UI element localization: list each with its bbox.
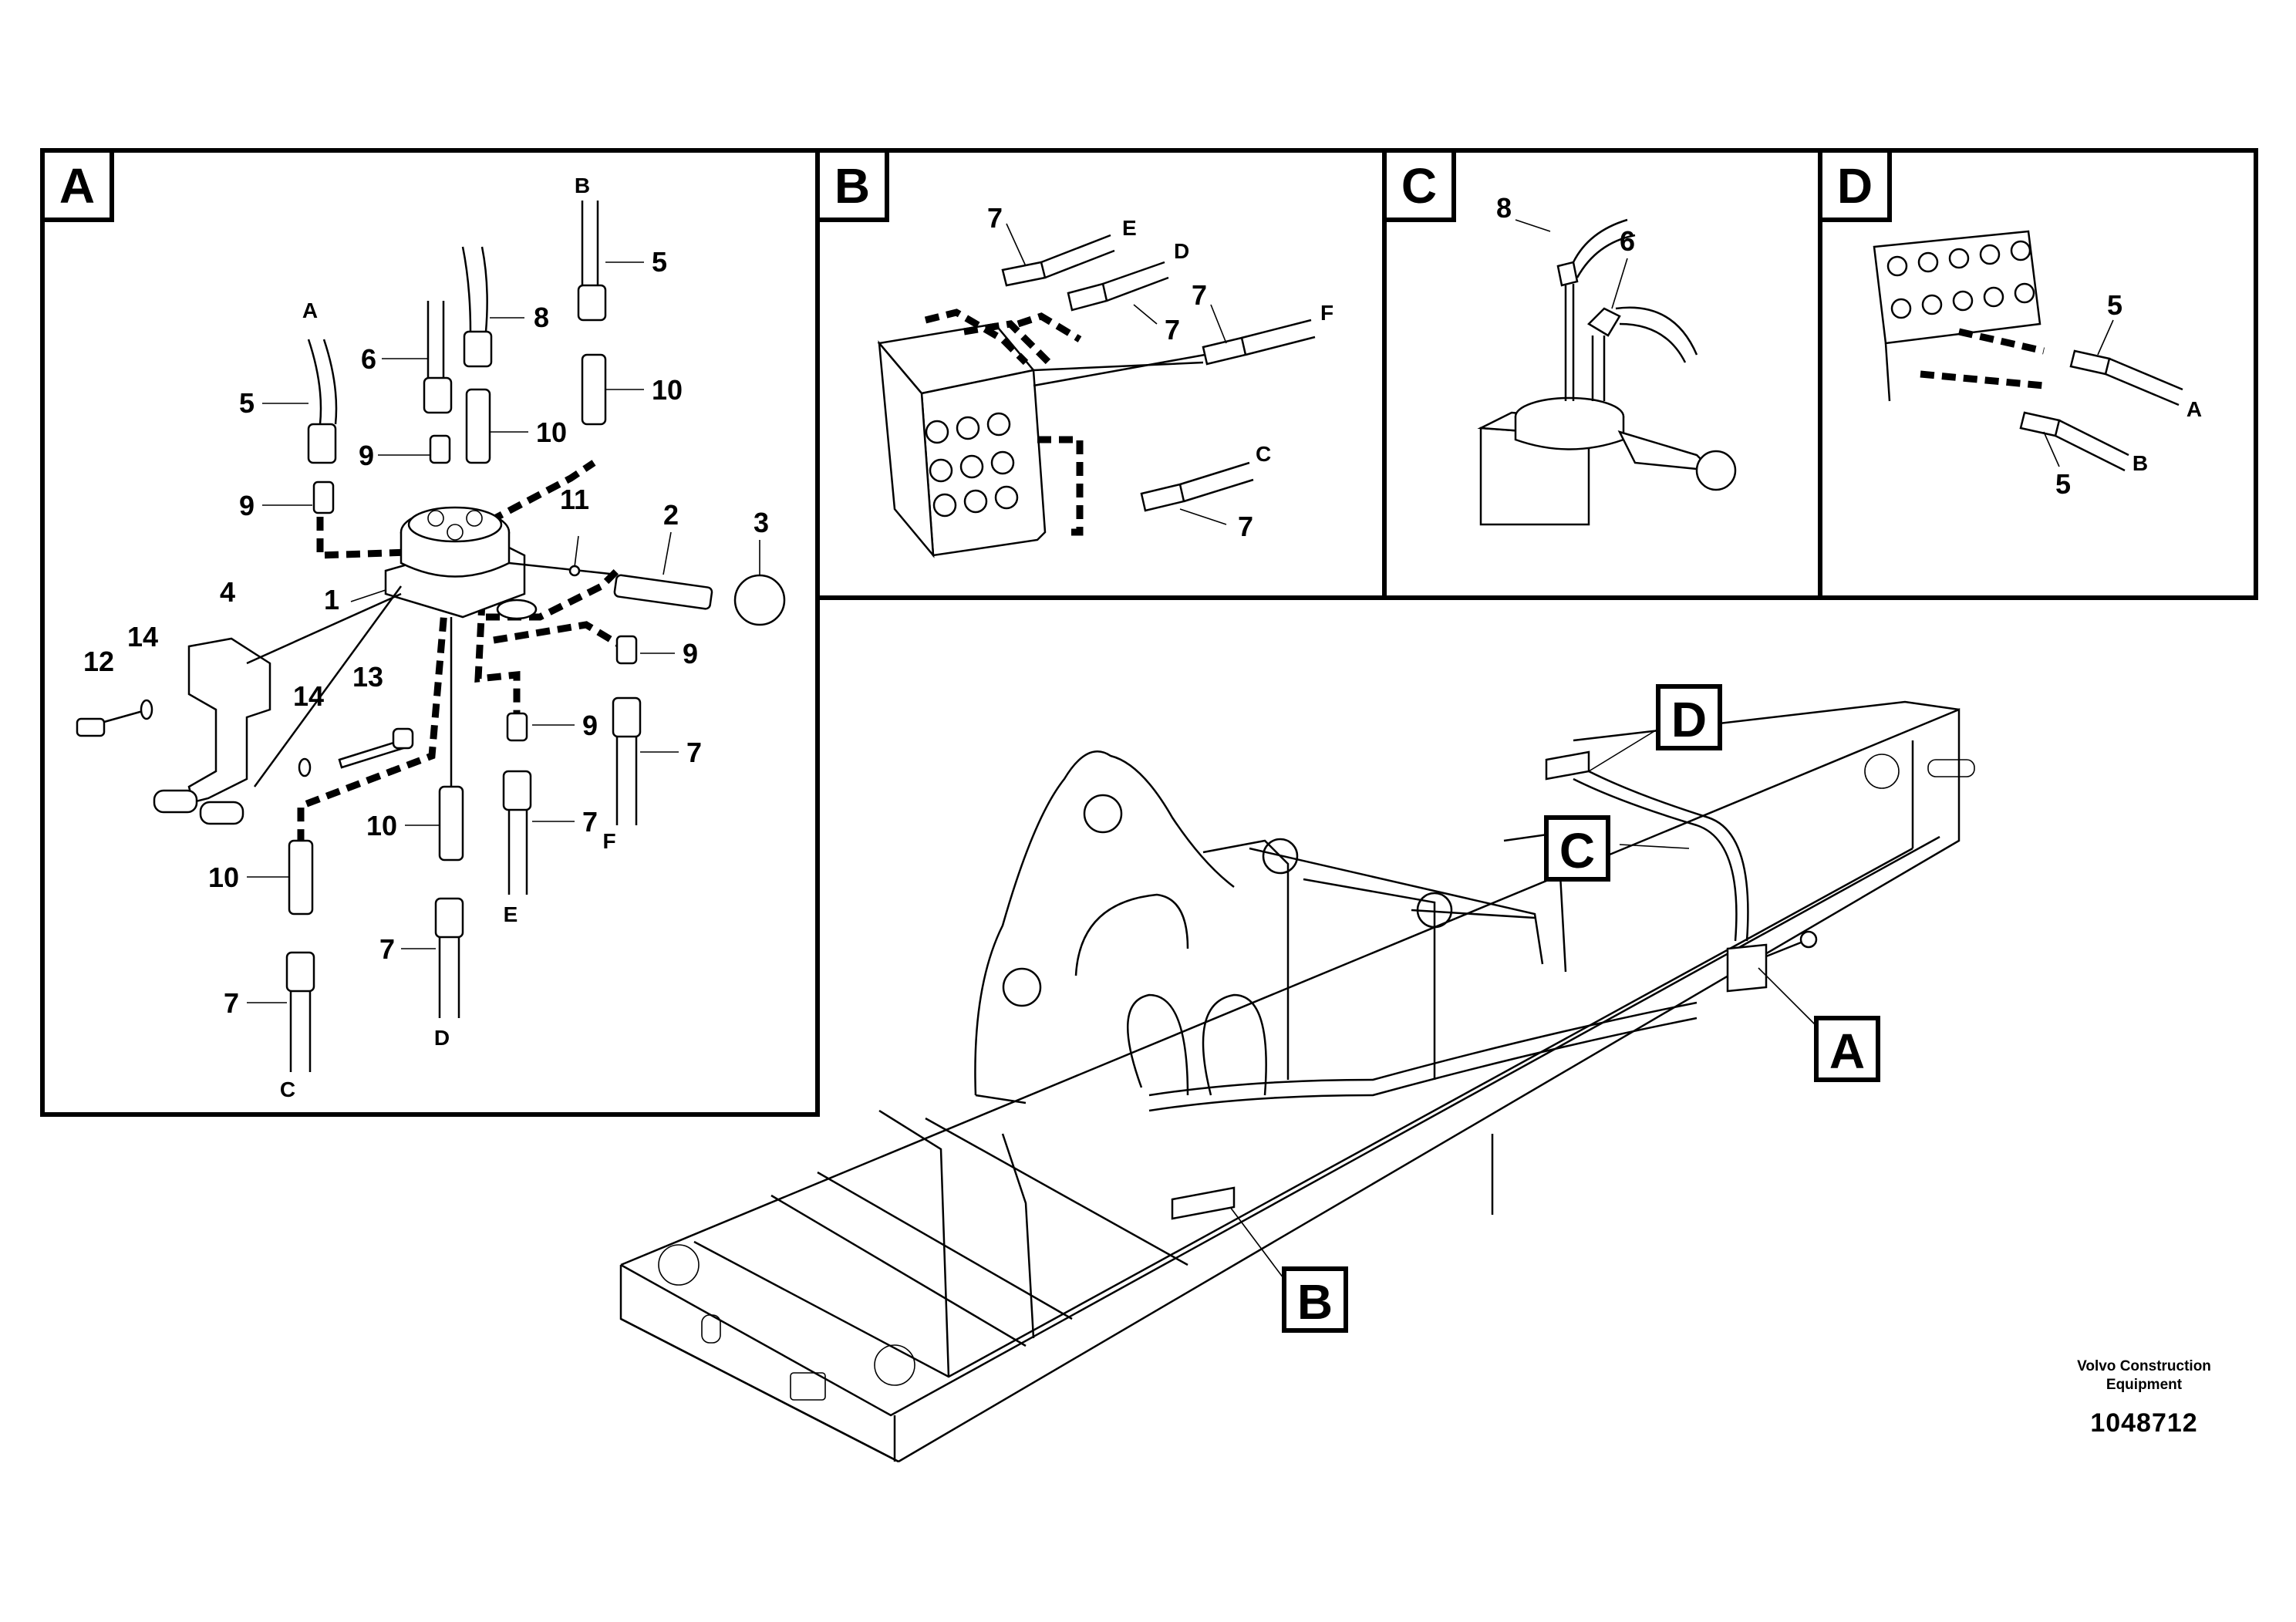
view-c-callout-8: 8	[1496, 192, 1512, 224]
machine-frame-overview: D C A B	[619, 684, 1975, 1463]
view-a-hose-label-a: A	[302, 298, 318, 322]
view-b-callout-7-top: 7	[987, 202, 1003, 234]
view-a-callout-10-left: 10	[208, 862, 239, 893]
view-a-callout-7-left: 7	[224, 987, 239, 1019]
svg-text:C: C	[1559, 823, 1595, 878]
view-b-callout-7-bottom: 7	[1238, 511, 1253, 542]
overview-callout-d: D	[1656, 684, 1722, 750]
company-name-line-2: Equipment	[2106, 1377, 2183, 1393]
view-d-hose-label-b: B	[2132, 451, 2148, 475]
view-a-callout-2: 2	[663, 499, 679, 531]
company-name-line-1: Volvo Construction	[2077, 1358, 2211, 1374]
view-a-callout-5-left: 5	[239, 387, 255, 419]
view-a-hose-label-b: B	[575, 174, 590, 197]
view-a-callout-3: 3	[754, 507, 769, 538]
view-d: D 5 5 A B	[1818, 148, 2258, 600]
overview-callout-c: C	[1544, 815, 1610, 882]
view-a-callout-10-lower: 10	[366, 810, 397, 841]
pilot-valve	[384, 506, 538, 620]
view-a-callout-10-middle: 10	[536, 416, 567, 448]
view-a-label-box	[40, 148, 114, 222]
svg-text:A: A	[1829, 1023, 1865, 1079]
view-a-callout-5-right: 5	[652, 246, 667, 278]
view-a-callout-9-lower: 9	[582, 710, 598, 741]
svg-text:B: B	[1297, 1274, 1333, 1330]
view-b-port-block	[925, 412, 1019, 518]
view-b-label: B	[834, 158, 870, 214]
view-a-callout-11: 11	[560, 484, 589, 515]
view-a-hose-label-f: F	[602, 829, 615, 853]
view-b-callout-7-right: 7	[1192, 279, 1207, 311]
view-a-callout-8: 8	[534, 302, 549, 333]
view-d-port-block	[1886, 240, 2035, 319]
view-a-callout-13: 13	[352, 661, 383, 693]
view-a-hose-label-d: D	[434, 1026, 450, 1050]
svg-text:D: D	[1671, 692, 1707, 747]
view-d-label: D	[1837, 158, 1873, 214]
view-a-callout-7-middle: 7	[582, 806, 598, 838]
view-a-callout-14-left: 14	[127, 621, 158, 653]
view-b: B 7 7 7 7 E D F C	[815, 148, 1387, 600]
view-a-callout-4: 4	[220, 576, 235, 608]
view-a-callout-7-lower: 7	[379, 933, 395, 965]
view-d-label-box	[1818, 148, 1892, 222]
view-c-label-box	[1382, 148, 1456, 222]
view-c-label: C	[1401, 158, 1437, 214]
view-a-label: A	[59, 158, 95, 214]
view-b-hose-label-d: D	[1174, 239, 1189, 263]
view-d-callout-5-lower: 5	[2055, 468, 2071, 500]
view-a-hose-label-c: C	[280, 1077, 295, 1101]
view-c-callout-6: 6	[1620, 225, 1635, 257]
overview-callout-a: A	[1814, 1016, 1880, 1082]
view-a-hose-label-e: E	[504, 902, 518, 926]
view-a-callout-14-middle: 14	[293, 680, 324, 712]
view-d-callout-5-upper: 5	[2107, 289, 2122, 321]
view-a-callout-9-upper: 9	[359, 440, 374, 471]
document-number: 1048712	[2090, 1408, 2198, 1438]
view-b-label-box	[815, 148, 889, 222]
view-a: A	[40, 148, 820, 1117]
view-a-callout-10-right: 10	[652, 374, 683, 406]
view-d-frame	[1818, 148, 2258, 600]
overview-callout-b: B	[1282, 1266, 1348, 1333]
view-a-callout-9-left: 9	[239, 490, 255, 521]
view-a-callout-7-right: 7	[686, 737, 702, 768]
view-a-callout-9-right: 9	[683, 638, 698, 669]
view-c: C 8 6	[1382, 148, 1822, 600]
view-b-hose-label-e: E	[1122, 216, 1137, 240]
view-b-hose-label-f: F	[1320, 301, 1333, 325]
view-b-callout-7-upper: 7	[1165, 314, 1180, 346]
view-a-callout-6: 6	[361, 343, 376, 375]
view-a-callout-12: 12	[83, 646, 114, 677]
manufacturer-credit: Volvo Construction Equipment 1048712	[2005, 1357, 2283, 1438]
view-a-callout-1: 1	[324, 584, 339, 615]
view-d-hose-label-a: A	[2186, 397, 2202, 421]
view-b-hose-label-c: C	[1256, 442, 1271, 466]
view-a-frame	[40, 148, 820, 1117]
